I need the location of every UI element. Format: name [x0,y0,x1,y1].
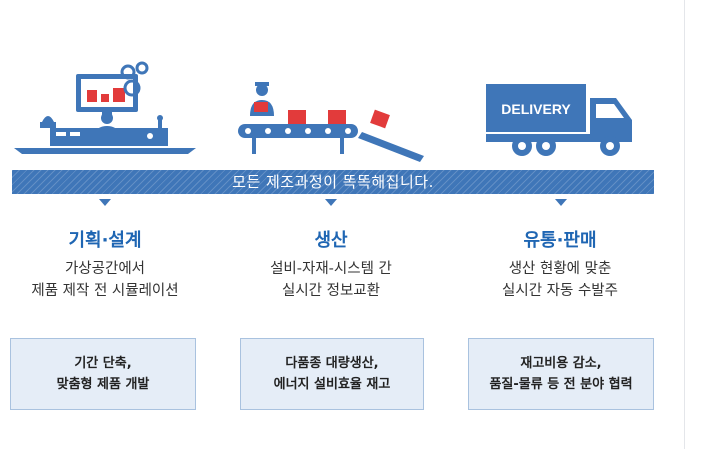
stage-pointer-arrow [99,199,111,206]
process-banner: 모든 제조과정이 똑똑해집니다. [12,170,654,194]
result-box-distribution: 재고비용 감소, 품질-물류 등 전 분야 협력 [468,338,654,410]
stage-desc-planning: 가상공간에서 제품 제작 전 시뮬레이션 [31,261,179,299]
stage-title-planning: 기획·설계 [68,230,142,251]
result-box-production: 다품종 대량생산, 에너지 설비효율 재고 [240,338,424,410]
stage-pointer-arrow [555,199,567,206]
truck-label: DELIVERY [501,101,571,117]
stage-desc-production: 설비-자재-시스템 간 실시간 정보교환 [270,261,392,299]
delivery-truck-icon: DELIVERY [486,84,632,156]
stage-title-production: 생산 [314,230,348,251]
conveyor-production-icon [238,82,424,162]
banner-text: 모든 제조과정이 똑똑해집니다. [232,173,434,191]
planning-workstation-icon [14,61,196,154]
stage-pointer-arrow [325,199,337,206]
result-box-planning: 기간 단축, 맞춤형 제품 개발 [10,338,196,410]
stage-desc-distribution: 생산 현황에 맞춘 실시간 자동 수발주 [502,261,618,299]
stage-title-distribution: 유통·판매 [523,230,597,251]
right-divider [684,0,685,449]
